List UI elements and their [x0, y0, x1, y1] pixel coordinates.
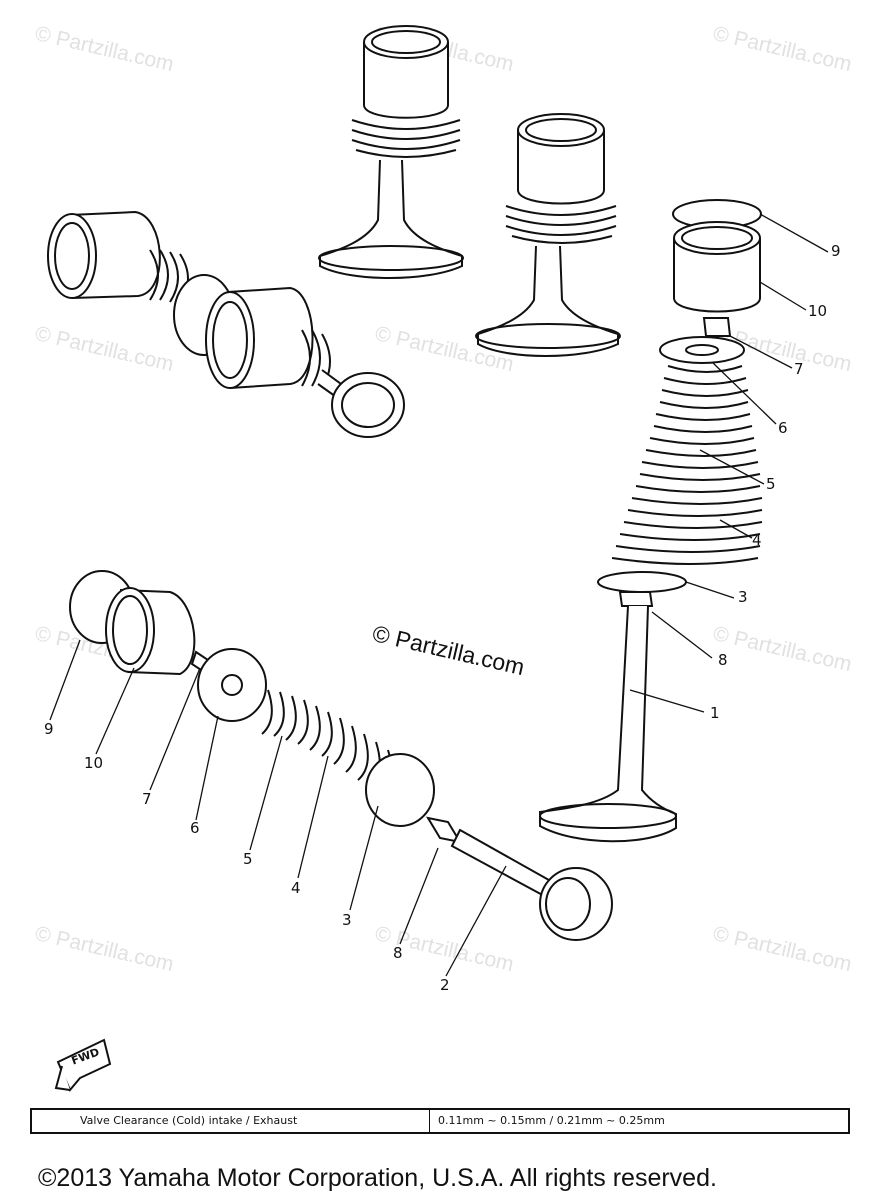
valve-assembly [475, 113, 621, 357]
callout-2: 2 [440, 976, 450, 994]
callout-1: 1 [710, 704, 720, 722]
valve-assembly [318, 25, 464, 279]
valve-exploded-upper [539, 199, 763, 843]
callout-6: 6 [778, 419, 788, 437]
callout-7: 7 [142, 790, 152, 808]
callout-10: 10 [808, 302, 828, 320]
callout-8: 8 [393, 944, 403, 962]
spec-label: Valve Clearance (Cold) intake / Exhaust [32, 1110, 430, 1132]
valve-exploded-lower [69, 570, 613, 941]
callout-5: 5 [243, 850, 253, 868]
callout-3: 3 [342, 911, 352, 929]
callout-9: 9 [44, 720, 54, 738]
callout-3: 3 [738, 588, 748, 606]
callout-8: 8 [718, 651, 728, 669]
callout-4: 4 [291, 879, 301, 897]
copyright-text: ©2013 Yamaha Motor Corporation, U.S.A. A… [38, 1164, 717, 1192]
callout-6: 6 [190, 819, 200, 837]
callout-7: 7 [794, 360, 804, 378]
spec-value: 0.11mm ~ 0.15mm / 0.21mm ~ 0.25mm [438, 1114, 665, 1127]
callout-5: 5 [766, 475, 776, 493]
valve-clearance-table: Valve Clearance (Cold) intake / Exhaust … [30, 1108, 850, 1134]
valve-assembly [205, 286, 405, 438]
callout-4: 4 [752, 531, 762, 549]
callout-10: 10 [84, 754, 104, 772]
callout-9: 9 [831, 242, 841, 260]
